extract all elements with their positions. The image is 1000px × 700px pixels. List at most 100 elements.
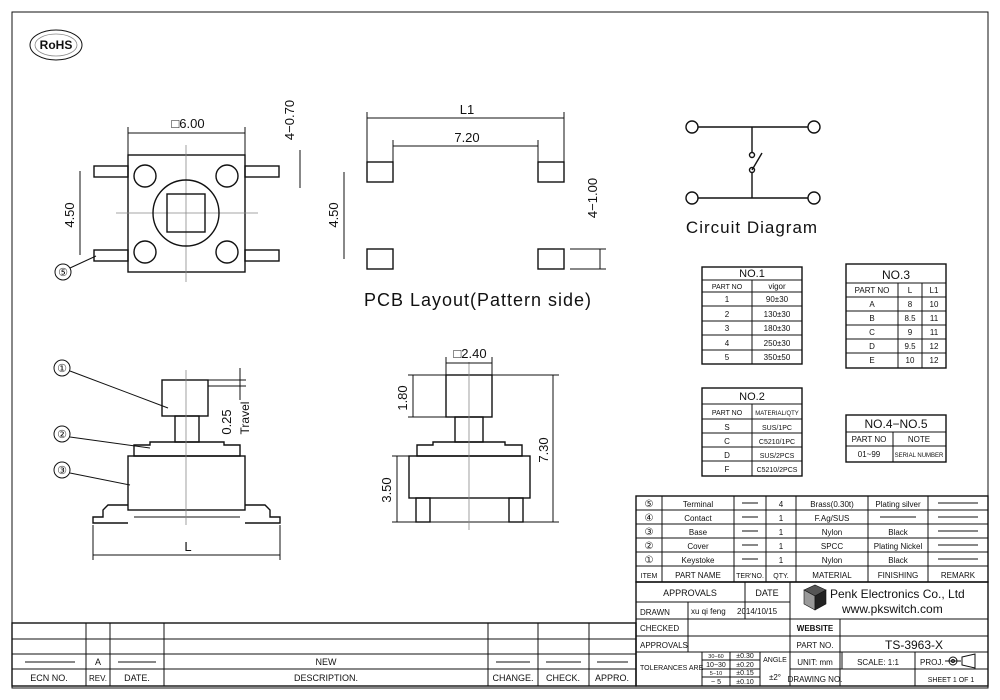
- svg-text:CHECK.: CHECK.: [546, 673, 580, 683]
- svg-text:③: ③: [57, 465, 67, 477]
- svg-text:0.25: 0.25: [219, 409, 234, 434]
- svg-text:ANGLE: ANGLE: [763, 657, 787, 664]
- projection-symbol: [945, 653, 976, 669]
- svg-text:1: 1: [779, 528, 784, 537]
- company-logo: [803, 584, 827, 611]
- svg-text:□2.40: □2.40: [453, 346, 486, 361]
- svg-text:DRAWN: DRAWN: [640, 608, 670, 617]
- svg-text:2014/10/15: 2014/10/15: [737, 607, 778, 616]
- circuit-diagram: Circuit Diagram: [685, 120, 821, 237]
- top-view: □6.00 4.50 4−0.70 ⑤: [54, 100, 301, 282]
- svg-text:□6.00: □6.00: [171, 116, 204, 131]
- svg-text:12: 12: [930, 356, 939, 365]
- revision-block: A NEW ECN NO. REV. DATE. DESCRIPTION. CH…: [11, 622, 637, 687]
- svg-text:vigor: vigor: [768, 282, 786, 291]
- svg-text:NO.3: NO.3: [882, 268, 910, 282]
- table-no1: NO.1 PART NO vigor 1 90±30 2 130±30 3 18…: [701, 266, 803, 365]
- svg-text:Brass(0.30t): Brass(0.30t): [810, 500, 854, 509]
- svg-text:1: 1: [779, 556, 784, 565]
- svg-text:SUS/1PC: SUS/1PC: [762, 425, 792, 432]
- svg-text:S: S: [724, 423, 729, 432]
- svg-text:Keystoke: Keystoke: [682, 556, 715, 565]
- svg-text:±0.10: ±0.10: [736, 679, 754, 686]
- svg-text:PART NO.: PART NO.: [797, 641, 834, 650]
- svg-text:1: 1: [779, 542, 784, 551]
- svg-text:Black: Black: [888, 556, 909, 565]
- table-no2: NO.2 PART NO MATERIAL/QTY S SUS/1PC C C5…: [701, 387, 803, 477]
- svg-text:DATE: DATE: [755, 588, 778, 598]
- svg-text:30−60: 30−60: [708, 654, 723, 660]
- pcb-layout: L1 7.20 4.50 4−1.00 PCB Layout(Pattern s…: [326, 102, 606, 310]
- front-view: □2.40 1.80 7.30 3.50: [379, 346, 559, 530]
- svg-text:C5210/2PCS: C5210/2PCS: [757, 467, 798, 474]
- svg-text:PART NAME: PART NAME: [675, 571, 721, 580]
- svg-text:3.50: 3.50: [379, 477, 394, 502]
- svg-text:MATERIAL/QTY: MATERIAL/QTY: [755, 411, 799, 417]
- svg-text:Plating silver: Plating silver: [875, 500, 921, 509]
- svg-text:Cover: Cover: [687, 542, 709, 551]
- svg-text:TS-3963-X: TS-3963-X: [885, 638, 943, 652]
- svg-text:D: D: [869, 342, 875, 351]
- svg-text:±2°: ±2°: [769, 673, 781, 682]
- rohs-logo: RoHS: [29, 29, 83, 61]
- svg-text:Nylon: Nylon: [822, 556, 842, 565]
- svg-text:REMARK: REMARK: [941, 571, 976, 580]
- svg-text:12: 12: [930, 342, 939, 351]
- svg-text:180±30: 180±30: [764, 324, 791, 333]
- svg-text:4.50: 4.50: [62, 202, 77, 227]
- svg-text:L1: L1: [930, 286, 939, 295]
- svg-text:②: ②: [57, 429, 67, 441]
- svg-text:DATE.: DATE.: [124, 673, 150, 683]
- svg-text:130±30: 130±30: [764, 310, 791, 319]
- svg-text:9: 9: [908, 328, 913, 337]
- svg-text:7.30: 7.30: [536, 437, 551, 462]
- svg-text:F.Ag/SUS: F.Ag/SUS: [815, 514, 850, 523]
- svg-text:NOTE: NOTE: [908, 435, 930, 444]
- svg-text:L1: L1: [460, 102, 474, 117]
- svg-text:350±50: 350±50: [764, 353, 791, 362]
- svg-text:9.5: 9.5: [904, 342, 916, 351]
- svg-text:A: A: [95, 657, 101, 667]
- svg-text:DESCRIPTION.: DESCRIPTION.: [294, 673, 358, 683]
- svg-text:SUS/2PCS: SUS/2PCS: [760, 453, 795, 460]
- side-view: 0.25 Travel L ① ② ③: [53, 359, 281, 560]
- svg-text:APPROVALS: APPROVALS: [640, 641, 688, 650]
- svg-text:TER'NO.: TER'NO.: [736, 573, 764, 580]
- svg-text:~ 5: ~ 5: [711, 679, 721, 686]
- svg-text:1.80: 1.80: [395, 385, 410, 410]
- svg-text:4.50: 4.50: [326, 202, 341, 227]
- svg-text:NEW: NEW: [316, 657, 338, 667]
- svg-text:MATERIAL: MATERIAL: [812, 571, 852, 580]
- svg-text:Base: Base: [689, 528, 708, 537]
- svg-text:10−30: 10−30: [706, 662, 726, 669]
- svg-text:PART NO: PART NO: [852, 435, 887, 444]
- svg-text:SHEET 1 OF 1: SHEET 1 OF 1: [928, 677, 975, 684]
- svg-text:QTY.: QTY.: [773, 573, 788, 580]
- svg-text:PART NO: PART NO: [855, 286, 890, 295]
- svg-text:ITEM: ITEM: [641, 573, 658, 580]
- svg-text:PART NO: PART NO: [712, 284, 743, 291]
- svg-text:±0.15: ±0.15: [736, 670, 754, 677]
- svg-text:7.20: 7.20: [454, 130, 479, 145]
- svg-text:11: 11: [930, 314, 939, 323]
- svg-text:APPROVALS: APPROVALS: [663, 588, 717, 598]
- svg-text:01~99: 01~99: [858, 450, 881, 459]
- svg-text:APPRO.: APPRO.: [595, 673, 629, 683]
- svg-text:FINISHING: FINISHING: [878, 571, 918, 580]
- svg-text:PCB Layout(Pattern side): PCB Layout(Pattern side): [364, 290, 592, 310]
- svg-text:Contact: Contact: [684, 514, 712, 523]
- svg-text:4: 4: [725, 339, 730, 348]
- svg-text:Plating Nickel: Plating Nickel: [874, 542, 923, 551]
- svg-text:C5210/1PC: C5210/1PC: [759, 439, 795, 446]
- svg-text:①: ①: [645, 555, 654, 566]
- svg-text:B: B: [869, 314, 874, 323]
- svg-text:D: D: [724, 451, 730, 460]
- bom-table: ⑤ Terminal 4 Brass(0.30t) Plating silver…: [635, 495, 989, 583]
- svg-text:4−0.70: 4−0.70: [282, 100, 297, 140]
- svg-text:www.pkswitch.com: www.pkswitch.com: [841, 602, 943, 616]
- svg-text:SERIAL NUMBER: SERIAL NUMBER: [895, 453, 944, 459]
- title-block: APPROVALS DATE DRAWN xu qi feng 2014/10/…: [635, 581, 989, 687]
- svg-text:1: 1: [725, 295, 730, 304]
- svg-text:E: E: [869, 356, 874, 365]
- svg-text:L: L: [184, 539, 191, 554]
